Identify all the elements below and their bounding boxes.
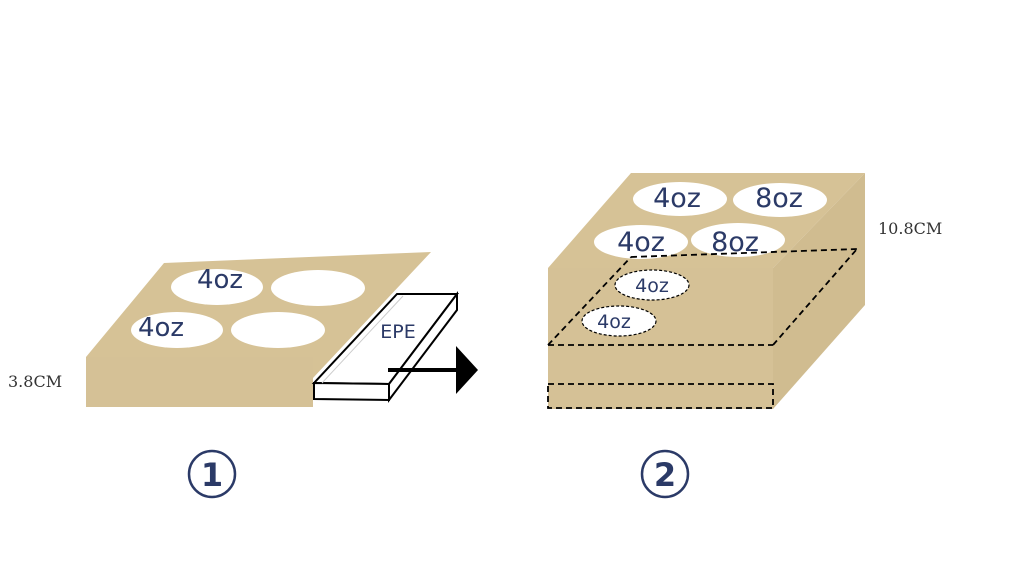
epe-insert-label: EPE xyxy=(380,321,415,343)
box-2-hole-front-left xyxy=(594,225,688,259)
box-1-height-label: 3.8CM xyxy=(8,372,62,391)
box-1-front-face xyxy=(86,357,313,407)
box-2-hole-label-front-left: 4oz xyxy=(617,227,665,258)
epe-insert: EPE xyxy=(311,291,460,403)
box-2-inner-hole-label-2: 4oz xyxy=(597,311,631,333)
step-1-badge: 1 xyxy=(187,449,237,499)
box-1-hole-front-left xyxy=(131,312,223,348)
box-2-inner-hole-1 xyxy=(614,269,690,301)
step-2-badge: 2 xyxy=(640,449,690,499)
box-1-hole-front-right xyxy=(231,312,325,348)
box-2-inner-hole-label-1: 4oz xyxy=(635,275,669,297)
box-2-hole-label-back-right: 8oz xyxy=(755,183,803,214)
box-1-hole-back-right xyxy=(271,270,365,306)
box-2: 4oz 8oz 4oz 8oz 4oz 4oz 10.8CM 2 xyxy=(547,173,942,499)
step-2-number: 2 xyxy=(654,456,676,494)
box-2-inner-tray-outline xyxy=(547,248,858,409)
box-2-height-label: 10.8CM xyxy=(878,219,942,238)
box-2-side-face xyxy=(773,173,865,409)
direction-arrow xyxy=(388,346,478,394)
box-1: 4oz 4oz EPE 3.8CM 1 xyxy=(8,252,478,499)
box-2-hole-back-right xyxy=(733,183,827,217)
epe-insert-front xyxy=(313,381,390,402)
box-1-hole-label-back: 4oz xyxy=(197,265,243,295)
box-2-inner-hole-2 xyxy=(581,305,657,337)
box-2-hole-label-back-left: 4oz xyxy=(653,183,701,214)
box-1-hole-back-left xyxy=(171,269,263,305)
box-2-hole-back-left xyxy=(633,182,727,216)
step-1-number: 1 xyxy=(201,456,223,494)
box-1-hole-label-front: 4oz xyxy=(138,313,184,343)
box-2-hole-front-right xyxy=(691,223,785,257)
